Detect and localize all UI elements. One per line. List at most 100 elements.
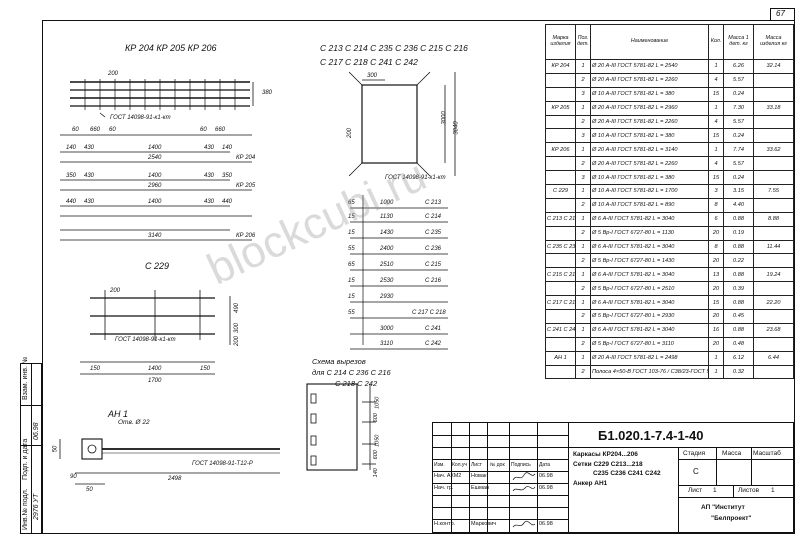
c229-part-2: 150: [200, 366, 211, 372]
spec-cell-mark: [545, 170, 576, 186]
spec-cell-mass-unit: 5.57: [723, 156, 754, 172]
spec-cell-mass-total: [753, 253, 794, 269]
kr-row0-p1: 430: [84, 145, 95, 151]
spec-cell-qty: 13: [708, 267, 724, 283]
kr-row2-p2: 1400: [148, 199, 162, 205]
spec-cell-name: Ø 10 А-III ГОСТ 5781-82 L = 1700: [590, 184, 709, 199]
spec-cell-mass-total: 33.62: [753, 142, 794, 158]
spec-cell-pos: 3: [575, 170, 591, 186]
spec-cell-mass-total: [753, 128, 794, 144]
an1-title: АН 1: [108, 409, 129, 419]
sheet-number: 67: [776, 9, 785, 18]
spec-cell-pos: 1: [575, 295, 591, 311]
tb-sheets-value: 1: [771, 487, 775, 494]
spec-cell-name: Ø 20 А-III ГОСТ 5781-82 L = 2540: [590, 59, 709, 74]
tb-org-2: "Белпроект": [711, 515, 752, 522]
spec-cell-qty: 20: [708, 336, 724, 352]
spec-cell-mark: [545, 309, 576, 324]
spec-cell-mass-unit: 0.22: [723, 253, 754, 269]
kr-top-3: 60: [200, 127, 207, 133]
spec-cell-mass-unit: 6.12: [723, 350, 754, 366]
spec-cell-mass-unit: 7.74: [723, 142, 754, 158]
kr-row1-p2: 1400: [148, 173, 162, 179]
spec-cell-mass-total: [753, 170, 794, 186]
kr-row0-p0: 140: [66, 145, 77, 151]
kr-row1-p3: 430: [204, 173, 215, 179]
c-row6-left: 15: [348, 294, 355, 300]
c229-gost: ГОСТ 14098-91-к1-кт: [115, 337, 176, 343]
spec-header-mt: Масса изделия кг: [753, 24, 794, 60]
spec-cell-pos: 2: [575, 197, 591, 213]
spec-cell-mark: С 217 С 218: [545, 295, 576, 311]
kr-row2-total: 3140: [148, 233, 162, 239]
c-row0-val: 1000: [380, 200, 394, 206]
spec-cell-qty: 15: [708, 86, 724, 102]
spec-cell-pos: 2: [575, 309, 591, 324]
spec-cell-qty: 8: [708, 239, 724, 255]
c-row8-val: 3110: [380, 341, 393, 347]
spec-cell-mass-total: [753, 72, 794, 88]
an1-a: 50: [86, 487, 93, 493]
tb-sheets-label: Листов: [738, 487, 760, 494]
spec-cell-mass-unit: 0.48: [723, 336, 754, 352]
c-row4-val: 2510: [380, 262, 394, 268]
c-row4-mark: С 215: [425, 262, 442, 268]
spec-cell-mark: [545, 225, 576, 241]
spec-cell-mass-unit: 0.24: [723, 128, 754, 144]
spec-cell-pos: 3: [575, 86, 591, 102]
kr-pitch: 200: [108, 71, 119, 77]
c229-title: С 229: [145, 261, 170, 271]
kr-row0-p4: 140: [222, 145, 233, 151]
spec-cell-mark: [545, 128, 576, 144]
spec-cell-pos: 2: [575, 225, 591, 241]
spec-cell-name: Ø 5 Вр-I ГОСТ 6727-80 L = 2510: [590, 281, 709, 297]
signature-1: [512, 472, 536, 481]
spec-cell-mark: С 213 С 214: [545, 211, 576, 227]
tb-sheet-value: 1: [713, 487, 717, 494]
spec-cell-qty: 15: [708, 170, 724, 186]
spec-cell-mass-total: 32.14: [753, 59, 794, 74]
spec-cell-name: Ø 20 А-III ГОСТ 5781-82 L = 2960: [590, 100, 709, 116]
c-row7-left: 55: [348, 310, 355, 316]
c-width: 200: [347, 127, 354, 139]
tb-r2-date: 06.98: [539, 485, 553, 491]
c-row1-mark: С 214: [425, 214, 442, 220]
c229-pitch: 200: [110, 288, 121, 294]
spec-cell-mark: [545, 253, 576, 269]
spec-cell-qty: 3: [708, 184, 724, 199]
spec-cell-mass-unit: 3.15: [723, 184, 754, 199]
kr-top-4: 660: [215, 127, 226, 133]
cutout-dim-1: 600: [372, 450, 379, 460]
spec-cell-mass-unit: 6.26: [723, 59, 754, 74]
spec-cell-mass-total: [753, 281, 794, 297]
tb-r3-date: 06.98: [539, 521, 553, 527]
c-row4-left: 65: [348, 262, 355, 268]
spec-cell-name: Ø 20 А-III ГОСТ 5781-82 L = 2260: [590, 156, 709, 172]
spec-cell-mass-total: 23.68: [753, 322, 794, 338]
spec-cell-mass-unit: 0.24: [723, 170, 754, 186]
tb-desc-2: Сетки С229 С213...218: [573, 461, 643, 468]
spec-cell-mark: КР 205: [545, 100, 576, 116]
sheet-number-box: [770, 8, 795, 21]
spec-cell-pos: 1: [575, 59, 591, 74]
kr-title: КР 204 КР 205 КР 206: [125, 43, 217, 53]
kr-top-0: 60: [72, 127, 79, 133]
kr-height: 380: [262, 90, 273, 96]
spec-cell-qty: 4: [708, 156, 724, 172]
spec-cell-qty: 8: [708, 197, 724, 213]
spec-header-qty: Кол.: [708, 24, 724, 60]
c-row6-mark: С 217 С 218: [412, 310, 446, 316]
spec-cell-name: Ø 6 А-III ГОСТ 5781-82 L = 3040: [590, 211, 709, 227]
spec-cell-name: Ø 10 А-III ГОСТ 5781-82 L = 380: [590, 170, 709, 186]
spec-cell-mass-total: 6.44: [753, 350, 794, 366]
cutout-dim-3: 600: [372, 413, 379, 423]
spec-cell-qty: 1: [708, 100, 724, 116]
spec-cell-qty: 4: [708, 72, 724, 88]
spec-cell-mass-unit: 7.30: [723, 100, 754, 116]
